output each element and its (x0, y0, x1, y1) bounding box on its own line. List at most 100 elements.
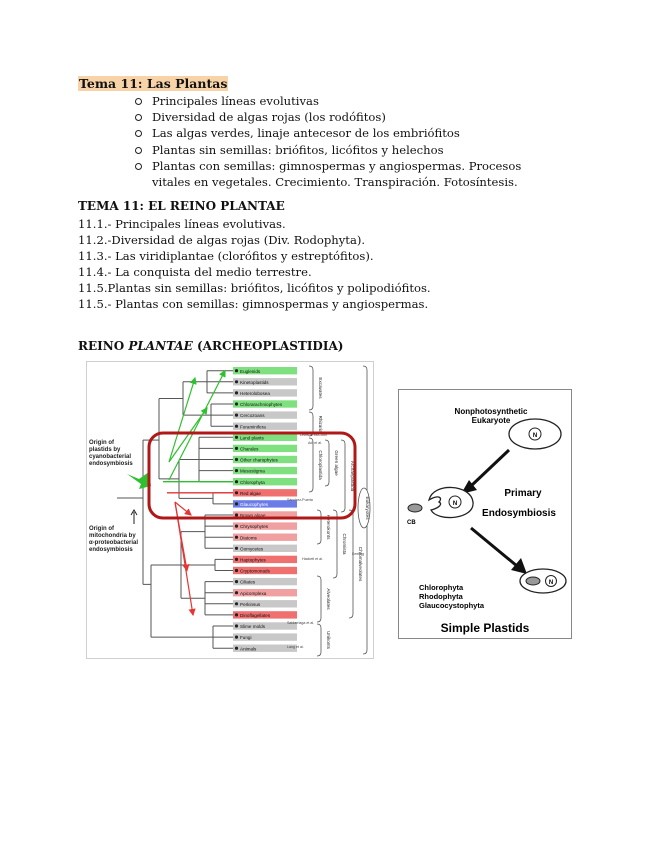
taxon-label: Foraminifera (240, 424, 266, 429)
taxon-label: Kinetoplastids (240, 380, 269, 385)
taxon-dot (234, 491, 239, 495)
plastid-cell (519, 568, 567, 594)
taxon-box (233, 411, 297, 419)
ref-lewis: Lewis & McCourt (300, 433, 327, 437)
taxon-dot (234, 480, 239, 484)
taxon-box (233, 544, 297, 552)
group-eukaryotes: Eukaryotes (365, 497, 370, 521)
ref-lang: Lang et al. (287, 645, 304, 649)
taxon-dot (234, 391, 239, 395)
group-alveolates: Alveolates (326, 588, 331, 610)
taxon-dot (234, 446, 239, 450)
taxon-label: Heterolobosea (240, 391, 270, 396)
taxon-dot (234, 457, 239, 462)
endosymbiosis-figure: Nonphotosynthetic Eukaryote N N CB Prima… (398, 389, 572, 639)
subsection-list: 11.1.- Principales líneas evolutivas. 11… (78, 216, 431, 313)
taxon-box (233, 367, 297, 375)
reino-title: TEMA 11: EL REINO PLANTAE (78, 199, 285, 213)
taxon-dot (234, 624, 239, 628)
taxon-label: Diatoms (240, 535, 258, 540)
section-title-suffix: (ARCHEOPLASTIDIA) (192, 339, 344, 353)
taxon-dot (234, 580, 239, 584)
taxon-label: Other charophytes (240, 458, 278, 463)
nonphoto-label-2: Eukaryote (472, 416, 511, 425)
taxon-box (233, 400, 297, 408)
taxon-label: Oomycetes (240, 546, 264, 551)
taxon-box (233, 478, 297, 486)
taxon-box (233, 422, 297, 430)
taxon-label: Cercozoans (240, 413, 265, 418)
taxon-dot (234, 402, 239, 406)
cyanobacterium (407, 503, 423, 513)
taxon-dot (234, 469, 239, 473)
taxon-dot (234, 557, 239, 561)
taxon-dot (234, 513, 239, 517)
group-excavates: Excavates (318, 377, 323, 399)
taxon-box (233, 433, 297, 441)
taxon-box (233, 622, 297, 630)
list-item: Plantas sin semillas: briófitos, licófit… (130, 142, 550, 158)
plastid-origin-arrow (127, 472, 151, 489)
taxon-label: Fungi (240, 635, 252, 640)
list-item: Diversidad de algas rojas (los rodófitos… (130, 109, 550, 125)
taxon-dot (234, 635, 239, 639)
annotation-mito-1: Origin of (89, 526, 115, 532)
group-chromista: Chromista (342, 534, 347, 555)
taxon-label: Mesostigma (240, 469, 265, 474)
nucleus-label-3: N (549, 580, 553, 586)
primary-label: Primary (504, 488, 542, 499)
taxon-label: Chlorophyta (240, 480, 265, 485)
taxon-dot (234, 380, 239, 384)
group-rhodophyta: Rhodophyta (419, 592, 464, 601)
subsection-item: 11.5.Plantas sin semillas: briófitos, li… (78, 281, 431, 296)
taxon-box (233, 522, 297, 530)
taxon-label: Dinoflagellates (240, 613, 271, 618)
nucleus-label: N (533, 433, 537, 439)
taxon-label: Glaucophytes (240, 502, 269, 507)
endosymbiosis-diagram: Nonphotosynthetic Eukaryote N N CB Prima… (407, 407, 567, 635)
ref-sanchez: Sánchez-Puerta (287, 498, 313, 502)
simple-plastids-label: Simple Plastids (441, 621, 530, 635)
taxon-dot (234, 546, 239, 550)
taxon-box (233, 577, 297, 586)
section-title: REINO PLANTAE (ARCHEOPLASTIDIA) (78, 339, 343, 353)
group-glaucocystophyta: Glaucocystophyta (419, 601, 485, 610)
taxon-box (233, 455, 297, 464)
group-heterokonts: Heterokonts (326, 515, 331, 540)
list-item: Plantas con semillas: gimnospermas y ang… (130, 158, 550, 190)
taxon-label: Red algae (240, 491, 261, 496)
taxon-dot (234, 369, 239, 373)
taxon-dot (234, 568, 239, 573)
annotation-plastids-3: cyanobacterial (89, 454, 131, 460)
section-title-prefix: REINO (78, 339, 129, 353)
group-green-algae: Green algae (334, 450, 339, 476)
taxon-box (233, 511, 297, 519)
taxon-label: Animals (240, 646, 257, 651)
taxon-box (233, 444, 297, 453)
taxon-box (233, 589, 297, 597)
group-chromalveolates: Chromalveolates (358, 547, 363, 582)
taxon-dot (234, 613, 239, 617)
annotation-plastids-4: endosymbiosis (89, 461, 133, 467)
taxon-box (233, 389, 297, 397)
subsection-item: 11.5.- Plantas con semillas: gimnosperma… (78, 297, 429, 312)
annotation-mito-3: α-proteobacterial (89, 540, 138, 546)
taxon-dot (234, 524, 239, 528)
taxon-dot (234, 424, 239, 428)
annotation-mito-2: mitochondria by (89, 533, 136, 539)
cb-label: CB (407, 520, 416, 526)
taxon-label: Chrysophytes (240, 524, 269, 529)
ref-keeling: Keeling (352, 552, 364, 556)
taxon-box (233, 633, 297, 641)
subsection-item: 11.1.- Principales líneas evolutivas. (78, 217, 286, 231)
taxon-label: Slime molds (240, 624, 266, 629)
taxon-dot (234, 535, 239, 539)
taxon-box (233, 611, 297, 619)
list-item: Las algas verdes, linaje antecesor de lo… (130, 125, 550, 141)
taxon-label: Euglenids (240, 369, 261, 374)
subsection-item: 11.4.- La conquista del medio terrestre. (78, 265, 312, 280)
list-item: Principales líneas evolutivas (130, 93, 550, 109)
taxon-label: Charales (240, 447, 259, 452)
phylogeny-tree: EuglenidsKinetoplastidsHeteroloboseaChlo… (89, 365, 371, 657)
